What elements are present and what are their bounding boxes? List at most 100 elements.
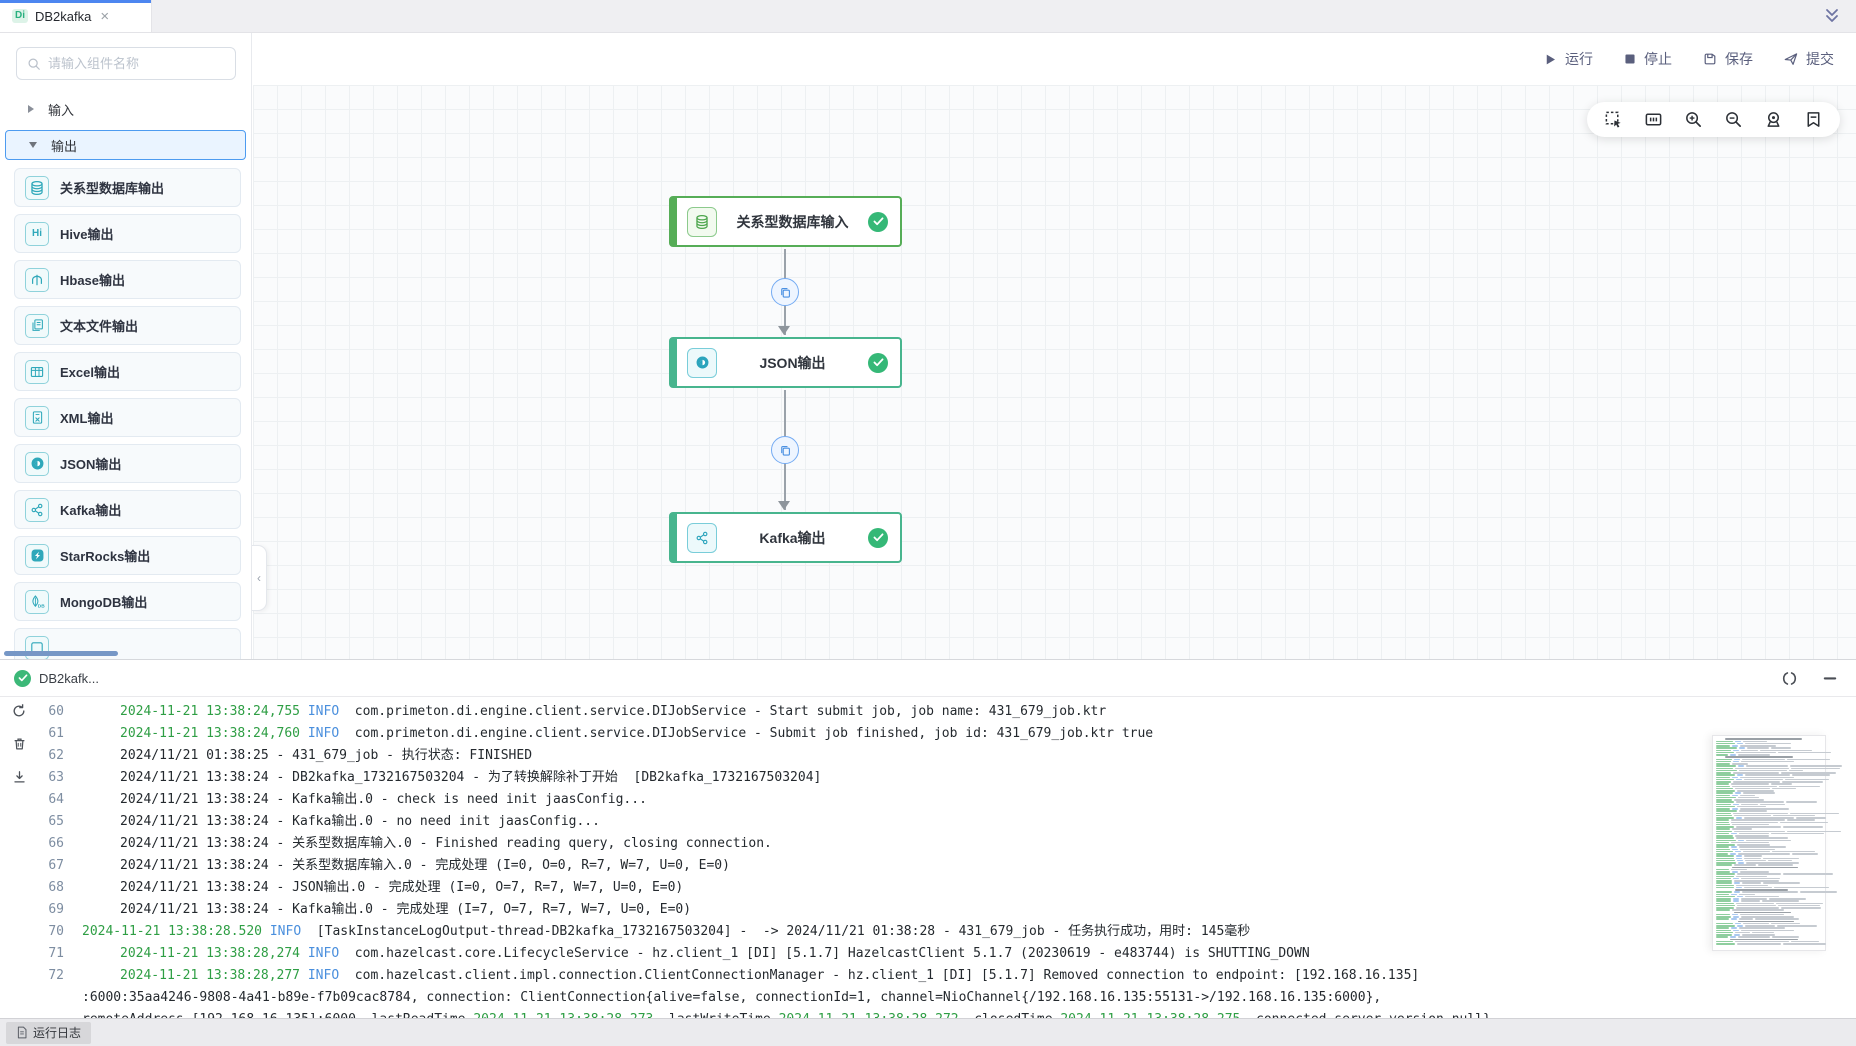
- log-line: 67 2024/11/21 13:38:24 - 关系型数据库输入.0 - 完成处…: [38, 855, 1706, 877]
- line-number: 69: [48, 902, 64, 917]
- log-line-text: 2024-11-21 13:38:28.520 INFO [TaskInstan…: [82, 924, 1251, 939]
- fit-view-icon[interactable]: [1644, 110, 1663, 129]
- component-item-Excel输出[interactable]: Excel输出: [14, 352, 241, 391]
- mongodb-icon: DB: [25, 589, 49, 614]
- line-number: 61: [48, 726, 64, 741]
- success-check-icon: [868, 211, 888, 232]
- close-icon[interactable]: ×: [100, 7, 110, 25]
- paper-plane-icon: [1784, 53, 1798, 65]
- run-log-label: 运行日志: [33, 1026, 82, 1040]
- line-number: 64: [48, 792, 64, 807]
- component-item-label: Excel输出: [60, 365, 120, 380]
- component-item-XML输出[interactable]: XML输出: [14, 398, 241, 437]
- log-line-text: 2024/11/21 13:38:24 - DB2kafka_173216750…: [120, 770, 822, 785]
- component-item-label: 文本文件输出: [60, 319, 139, 334]
- log-line-text: 2024/11/21 13:38:24 - 关系型数据库输入.0 - Finis…: [120, 836, 772, 851]
- kafka-icon: [25, 497, 49, 522]
- document-icon: [17, 1026, 27, 1039]
- log-line: remoteAddress [192.168.16.135]:6000, las…: [38, 1009, 1706, 1018]
- stop-label: 停止: [1644, 51, 1672, 67]
- success-check-icon: [14, 669, 31, 687]
- minimize-panel-icon[interactable]: [1822, 670, 1838, 686]
- tab-db2kafka[interactable]: Di DB2kafka ×: [0, 0, 152, 32]
- canvas-toolbar: [1587, 102, 1840, 137]
- copy-icon: [780, 287, 790, 298]
- component-item-JSON输出[interactable]: JSON输出: [14, 444, 241, 483]
- group-output-label: 输出: [51, 138, 78, 154]
- refresh-icon[interactable]: [11, 703, 27, 719]
- log-line-text: 2024-11-21 13:38:24,755 INFO com.primeto…: [120, 704, 1107, 719]
- save-icon: [1704, 53, 1716, 65]
- group-input[interactable]: 输入: [0, 96, 251, 122]
- run-log-tab[interactable]: 运行日志: [6, 1021, 92, 1044]
- submit-button[interactable]: 提交: [1783, 49, 1834, 69]
- component-item-label: XML输出: [60, 411, 114, 426]
- flow-node-Kafka输出[interactable]: Kafka输出: [669, 512, 902, 563]
- component-item-label: StarRocks输出: [60, 549, 151, 564]
- clear-log-trash-icon[interactable]: [12, 736, 27, 752]
- save-button[interactable]: 保存: [1702, 49, 1753, 69]
- line-number: 72: [48, 968, 64, 983]
- search-input[interactable]: [48, 56, 225, 71]
- component-item-StarRocks输出[interactable]: StarRocks输出: [14, 536, 241, 575]
- component-item-Hbase输出[interactable]: Hbase输出: [14, 260, 241, 299]
- line-number: [38, 1009, 64, 1018]
- search-icon: [28, 57, 40, 70]
- kafka-icon: [687, 522, 717, 553]
- log-line-text: 2024/11/21 13:38:24 - Kafka输出.0 - 完成处理 (…: [120, 902, 692, 917]
- log-panel-header: DB2kafk...: [0, 660, 1856, 697]
- log-line: 69 2024/11/21 13:38:24 - Kafka输出.0 - 完成处理…: [38, 899, 1706, 921]
- download-log-icon[interactable]: [12, 769, 27, 785]
- zoom-out-icon[interactable]: [1724, 110, 1743, 129]
- caret-right-icon: [28, 105, 34, 113]
- expand-panel-icon[interactable]: [1781, 670, 1798, 687]
- starrocks-icon: [25, 543, 49, 568]
- log-line-text: 2024/11/21 13:38:24 - 关系型数据库输入.0 - 完成处理 …: [120, 858, 730, 873]
- component-item-关系型数据库输出[interactable]: 关系型数据库输出: [14, 168, 241, 207]
- flow-node-JSON输出[interactable]: JSON输出: [669, 337, 902, 388]
- log-gutter: [0, 703, 38, 785]
- log-line-text: 2024-11-21 13:38:24,760 INFO com.primeto…: [120, 726, 1154, 741]
- run-button[interactable]: 运行: [1543, 49, 1593, 69]
- status-bar: 运行日志: [0, 1018, 1856, 1046]
- locate-icon[interactable]: [1764, 110, 1783, 129]
- log-line-text: 2024-11-21 13:38:28,277 INFO com.hazelca…: [120, 968, 1420, 983]
- di-badge: Di: [12, 9, 28, 23]
- save-label: 保存: [1725, 51, 1753, 67]
- component-item-Kafka输出[interactable]: Kafka输出: [14, 490, 241, 529]
- bookmark-icon[interactable]: [1804, 110, 1823, 129]
- editor-tab-bar: Di DB2kafka ×: [0, 0, 1856, 33]
- zoom-in-icon[interactable]: [1684, 110, 1703, 129]
- group-output[interactable]: 输出: [5, 130, 246, 160]
- log-minimap[interactable]: [1712, 735, 1843, 951]
- connector-copy-badge[interactable]: [771, 278, 799, 306]
- component-item-文本文件输出[interactable]: 文本文件输出: [14, 306, 241, 345]
- component-item-label: 关系型数据库输出: [60, 181, 165, 196]
- line-number: [38, 987, 64, 1009]
- sidebar-collapse-handle[interactable]: ‹: [252, 545, 267, 611]
- excel-icon: [25, 359, 49, 384]
- log-line-text: 2024/11/21 13:38:24 - Kafka输出.0 - no nee…: [120, 814, 600, 829]
- log-tab-db2kafka[interactable]: DB2kafk...: [14, 669, 99, 687]
- sidebar-hscrollbar-thumb[interactable]: [4, 651, 118, 656]
- flow-node-关系型数据库输入[interactable]: 关系型数据库输入: [669, 196, 902, 247]
- flow-canvas[interactable]: 关系型数据库输入 JSON输出 Kafka输出: [253, 85, 1856, 659]
- connector-copy-badge[interactable]: [771, 436, 799, 464]
- double-chevron-down-icon[interactable]: [1824, 7, 1840, 30]
- marquee-select-icon[interactable]: [1604, 110, 1623, 129]
- line-number: 67: [48, 858, 64, 873]
- log-line-text: 2024/11/21 01:38:25 - 431_679_job - 执行状态…: [120, 748, 533, 763]
- submit-label: 提交: [1806, 51, 1834, 67]
- stop-button[interactable]: 停止: [1623, 49, 1672, 69]
